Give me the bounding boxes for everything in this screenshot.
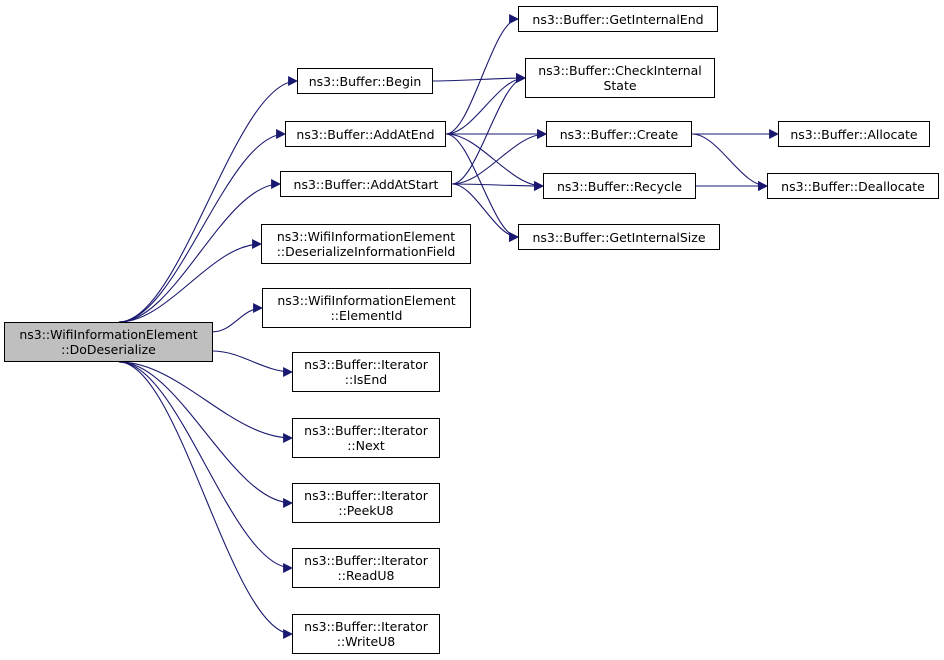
- edge-add-at-start-to-recycle: [451, 181, 544, 191]
- node-line: ns3::Buffer::Iterator: [304, 488, 428, 503]
- node-iterator-is-end[interactable]: ns3::Buffer::Iterator ::IsEnd: [292, 352, 440, 392]
- node-line: ::WriteU8: [336, 634, 396, 649]
- node-do-deserialize: ns3::WifiInformationElement ::DoDeserial…: [4, 322, 213, 362]
- node-line: ::DoDeserialize: [61, 342, 156, 357]
- node-line: ns3::Buffer::GetInternalEnd: [532, 11, 704, 27]
- edge-do-deserialize-to-iterator-is-end: [212, 350, 293, 377]
- node-buffer-allocate[interactable]: ns3::Buffer::Allocate: [778, 121, 930, 147]
- node-line: ns3::Buffer::Iterator: [304, 357, 428, 372]
- edge-do-deserialize-to-add-at-start: [118, 179, 281, 323]
- node-line: ::ReadU8: [337, 568, 395, 583]
- edge-do-deserialize-to-add-at-end: [118, 129, 286, 323]
- node-iterator-read-u8[interactable]: ns3::Buffer::Iterator ::ReadU8: [292, 548, 440, 588]
- node-iterator-next[interactable]: ns3::Buffer::Iterator ::Next: [292, 418, 440, 458]
- node-element-id[interactable]: ns3::WifiInformationElement ::ElementId: [262, 288, 471, 328]
- node-line: State: [603, 78, 637, 93]
- node-line: ns3::Buffer::AddAtEnd: [296, 126, 435, 142]
- node-line: ns3::Buffer::CheckInternal: [538, 63, 702, 78]
- edge-do-deserialize-to-element-id: [212, 303, 263, 333]
- node-line: ns3::Buffer::Iterator: [304, 423, 428, 438]
- node-buffer-recycle[interactable]: ns3::Buffer::Recycle: [543, 173, 696, 199]
- node-buffer-add-at-start[interactable]: ns3::Buffer::AddAtStart: [280, 171, 452, 197]
- edge-add-at-end-to-get-internal-end: [445, 14, 519, 135]
- node-line: ns3::WifiInformationElement: [276, 229, 456, 244]
- node-deserialize-information-field[interactable]: ns3::WifiInformationElement ::Deserializ…: [261, 224, 471, 264]
- node-line: ::IsEnd: [344, 372, 388, 387]
- node-line: ns3::Buffer::Iterator: [304, 553, 428, 568]
- edge-create-to-deallocate: [691, 133, 768, 191]
- edge-add-at-end-to-recycle: [445, 133, 544, 191]
- node-buffer-get-internal-end[interactable]: ns3::Buffer::GetInternalEnd: [518, 6, 718, 32]
- node-line: ::DeserializeInformationField: [276, 244, 456, 259]
- node-line: ns3::Buffer::Create: [559, 126, 679, 142]
- node-line: ns3::Buffer::AddAtStart: [293, 176, 439, 192]
- edge-begin-to-check-internal-state: [432, 73, 526, 83]
- edge-do-deserialize-to-iterator-peek-u8: [118, 361, 293, 508]
- node-line: ns3::Buffer::Begin: [308, 73, 422, 89]
- node-buffer-get-internal-size[interactable]: ns3::Buffer::GetInternalSize: [518, 224, 720, 250]
- node-buffer-begin[interactable]: ns3::Buffer::Begin: [297, 68, 433, 94]
- node-line: ns3::WifiInformationElement: [277, 293, 456, 308]
- node-line: ns3::WifiInformationElement: [19, 327, 198, 342]
- node-line: ns3::Buffer::Allocate: [790, 126, 918, 142]
- node-line: ns3::Buffer::Iterator: [304, 619, 428, 634]
- node-line: ::ElementId: [330, 308, 403, 323]
- node-line: ns3::Buffer::Deallocate: [781, 178, 925, 194]
- edge-do-deserialize-to-deserialize-information-field: [118, 239, 262, 323]
- node-buffer-check-internal-state[interactable]: ns3::Buffer::CheckInternal State: [525, 58, 715, 98]
- node-buffer-deallocate[interactable]: ns3::Buffer::Deallocate: [767, 173, 939, 199]
- node-iterator-write-u8[interactable]: ns3::Buffer::Iterator ::WriteU8: [292, 614, 440, 654]
- node-buffer-create[interactable]: ns3::Buffer::Create: [546, 121, 692, 147]
- edge-do-deserialize-to-iterator-write-u8: [118, 361, 293, 639]
- edge-do-deserialize-to-iterator-read-u8: [118, 361, 293, 573]
- edge-add-at-start-to-get-internal-size: [451, 183, 519, 242]
- edge-add-at-start-to-check-internal-state: [451, 73, 526, 185]
- node-line: ::Next: [347, 438, 385, 453]
- node-buffer-add-at-end[interactable]: ns3::Buffer::AddAtEnd: [285, 121, 446, 147]
- edge-add-at-start-to-create: [451, 129, 547, 185]
- node-line: ns3::Buffer::Recycle: [556, 178, 683, 194]
- edge-do-deserialize-to-begin: [118, 76, 298, 323]
- node-line: ::PeekU8: [338, 503, 394, 518]
- edge-do-deserialize-to-iterator-next: [118, 361, 293, 443]
- node-line: ns3::Buffer::GetInternalSize: [532, 229, 706, 245]
- node-iterator-peek-u8[interactable]: ns3::Buffer::Iterator ::PeekU8: [292, 483, 440, 523]
